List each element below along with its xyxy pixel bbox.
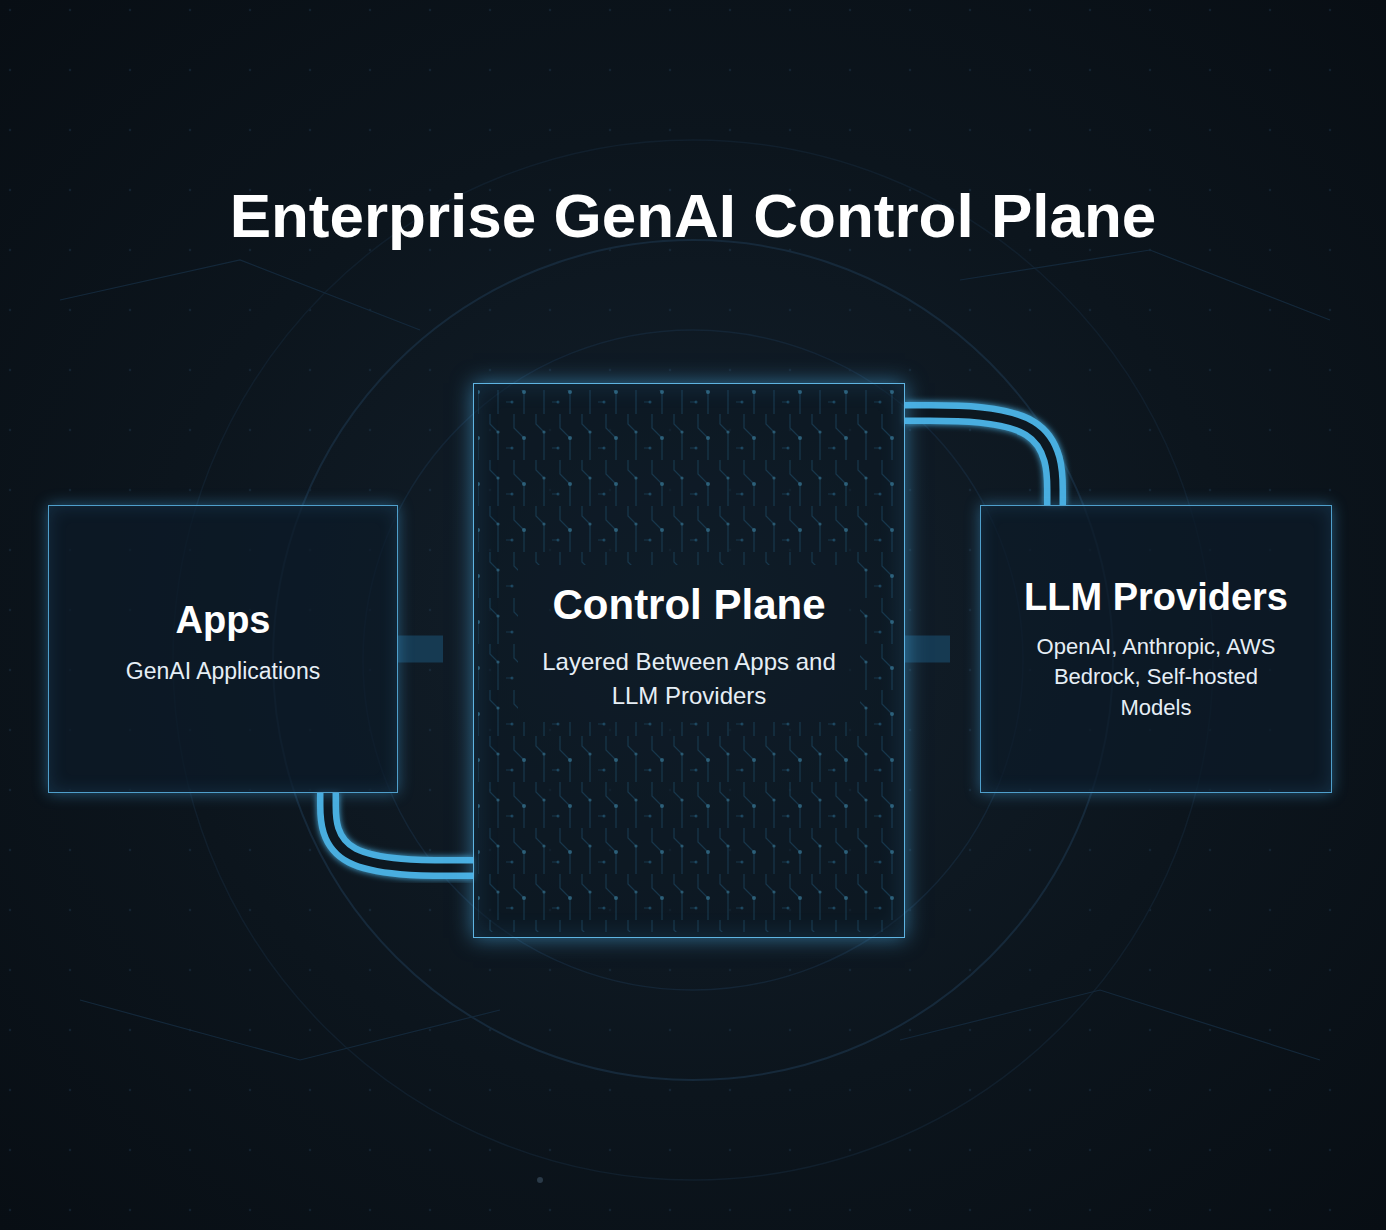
connector-core — [904, 636, 950, 663]
box-heading: Control Plane — [552, 579, 825, 632]
connector-core — [905, 413, 1055, 505]
box-description: GenAI Applications — [126, 655, 320, 687]
connector-group — [904, 649, 950, 650]
connector-core — [328, 793, 473, 868]
return-flow-connector — [328, 793, 473, 868]
connector-group — [397, 649, 443, 650]
box-heading: Apps — [176, 597, 271, 645]
box-description: OpenAI, Anthropic, AWS Bedrock, Self-hos… — [1036, 632, 1276, 724]
connector-group — [328, 793, 473, 868]
component-box: LLM ProvidersOpenAI, Anthropic, AWS Bedr… — [980, 505, 1332, 793]
connector-core — [397, 636, 443, 663]
control-plane-box: Control PlaneLayered Between Apps and LL… — [473, 383, 905, 938]
component-box: AppsGenAI Applications — [48, 505, 398, 793]
box-heading: LLM Providers — [1024, 574, 1288, 622]
box-description: Layered Between Apps and LLM Providers — [539, 645, 839, 712]
return-flow-connector — [905, 413, 1055, 505]
connector-group — [905, 413, 1055, 505]
diagram-title: Enterprise GenAI Control Plane — [0, 180, 1386, 251]
